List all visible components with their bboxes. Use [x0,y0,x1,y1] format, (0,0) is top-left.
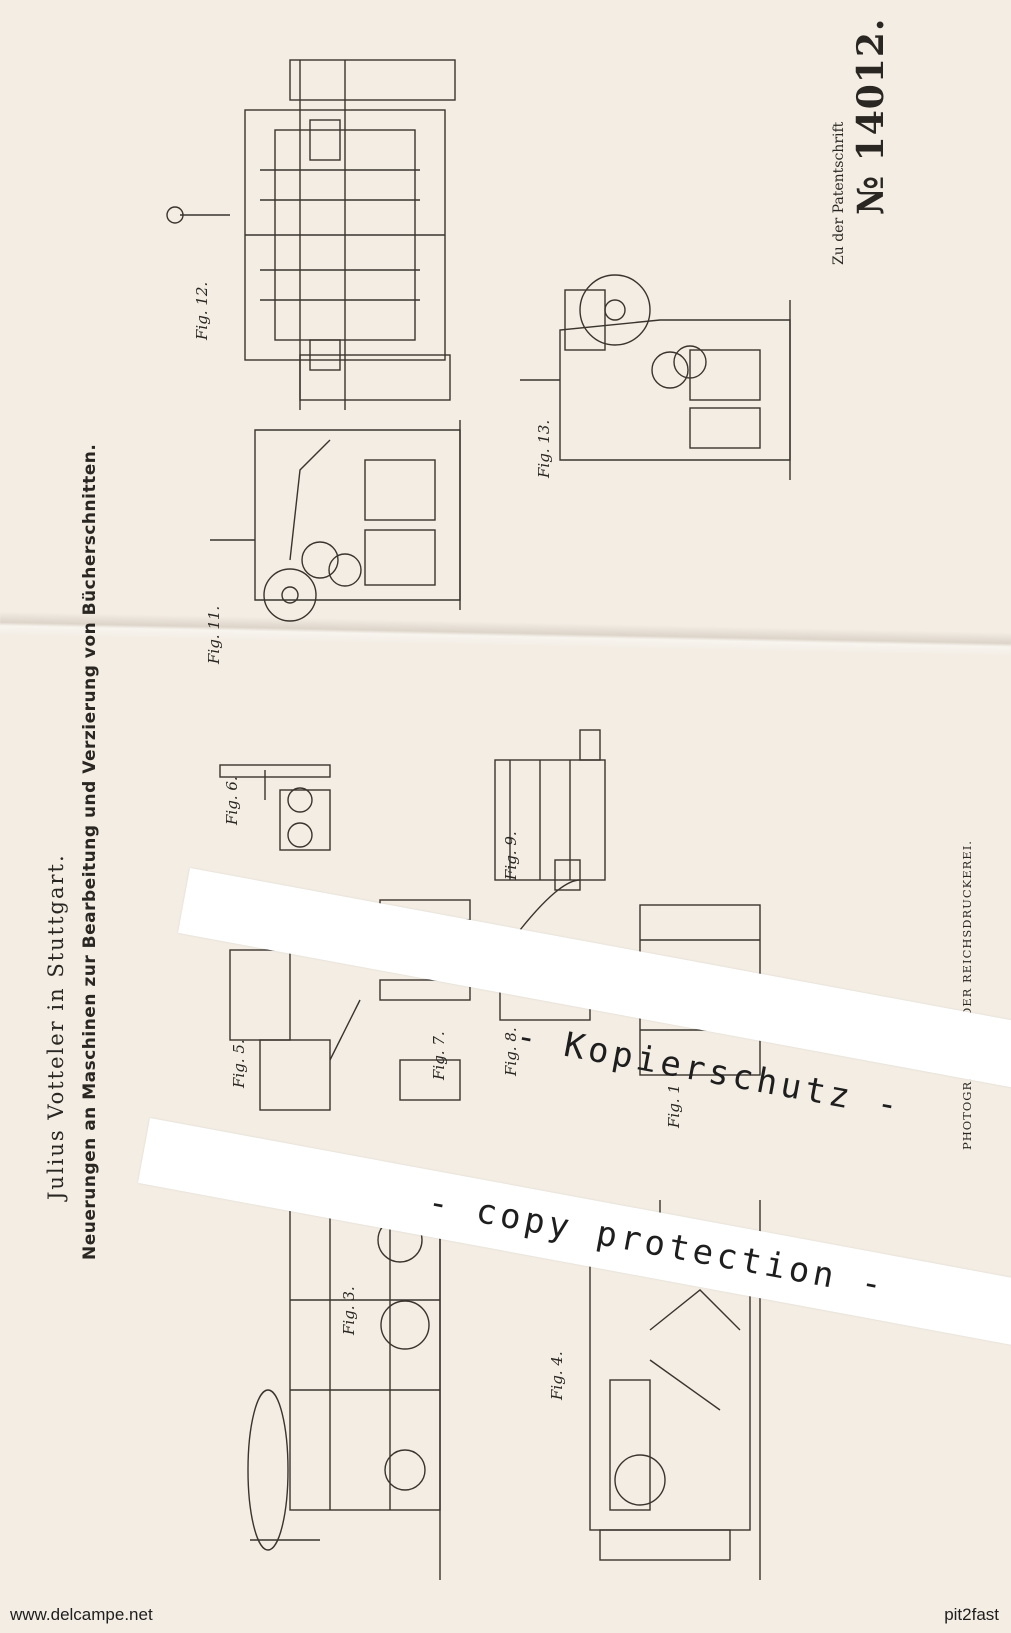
footer-seller: pit2fast [944,1605,999,1624]
fig-11-drawing [210,420,461,622]
printer-imprint: PHOTOGR. DRUCK DER REICHSDRUCKEREI. [960,840,974,1150]
fig-3-drawing [247,1190,441,1580]
fig-label-7: Fig. 7. [430,1031,448,1080]
fig-label-3: Fig. 3. [340,1286,358,1335]
fig-label-11: Fig. 11. [205,605,223,664]
fig-label-9: Fig. 9. [502,831,520,880]
patent-annex-label: Zu der Patentschrift [831,121,847,265]
patent-author: Julius Votteler in Stuttgart. [44,853,68,1200]
fig-label-6: Fig. 6. [223,776,241,825]
fig-label-4: Fig. 4. [548,1351,566,1400]
fig-13-drawing [520,274,791,480]
fig-label-12: Fig. 12. [193,281,211,340]
fig-label-5: Fig. 5. [230,1039,248,1088]
footer-site: www.delcampe.net [10,1605,153,1624]
patent-number: № 14012. [850,17,892,215]
fig-12-drawing [166,59,456,410]
fig-4-drawing [589,1200,761,1580]
fig-9-drawing [494,729,606,891]
fig-6-drawing [219,764,331,851]
patent-title: Neuerungen an Maschinen zur Bearbeitung … [80,443,100,1260]
fig-label-13: Fig. 13. [535,419,553,478]
fig-label-10: Fig. 1 [665,1084,683,1128]
